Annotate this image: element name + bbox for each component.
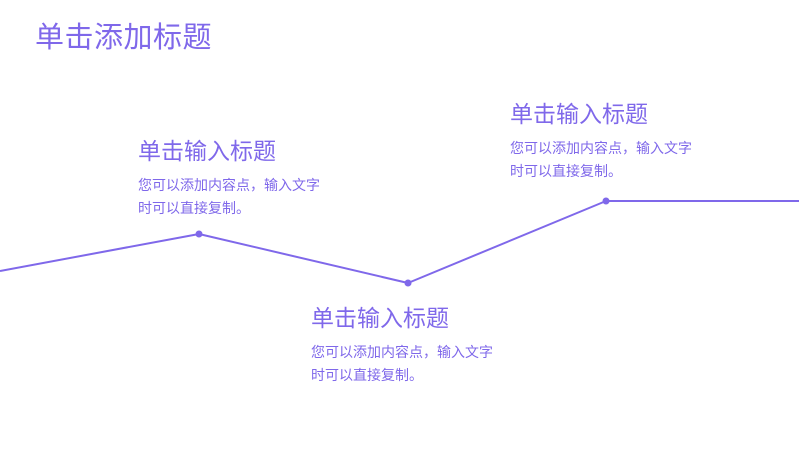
timeline-point-3	[602, 197, 610, 205]
callout-body-line: 您可以添加内容点，输入文字	[138, 178, 320, 194]
timeline-point-1	[195, 230, 203, 238]
callout-2: 单击输入标题 您可以添加内容点，输入文字 时可以直接复制。	[311, 304, 493, 388]
page-title[interactable]: 单击添加标题	[35, 20, 213, 54]
timeline-path	[0, 200, 799, 284]
callout-body[interactable]: 您可以添加内容点，输入文字 时可以直接复制。	[510, 138, 692, 184]
callout-body[interactable]: 您可以添加内容点，输入文字 时可以直接复制。	[138, 175, 320, 221]
callout-body-line: 您可以添加内容点，输入文字	[311, 345, 493, 361]
callout-body[interactable]: 您可以添加内容点，输入文字 时可以直接复制。	[311, 342, 493, 388]
callout-3: 单击输入标题 您可以添加内容点，输入文字 时可以直接复制。	[510, 100, 692, 184]
timeline-point-2	[404, 279, 412, 287]
callout-body-line: 时可以直接复制。	[311, 368, 423, 384]
callout-title[interactable]: 单击输入标题	[138, 139, 276, 165]
callout-body-line: 时可以直接复制。	[138, 201, 250, 217]
callout-title[interactable]: 单击输入标题	[311, 306, 449, 332]
callout-title[interactable]: 单击输入标题	[510, 102, 648, 128]
callout-body-line: 您可以添加内容点，输入文字	[510, 141, 692, 157]
callout-1: 单击输入标题 您可以添加内容点，输入文字 时可以直接复制。	[138, 137, 320, 221]
callout-body-line: 时可以直接复制。	[510, 164, 622, 180]
